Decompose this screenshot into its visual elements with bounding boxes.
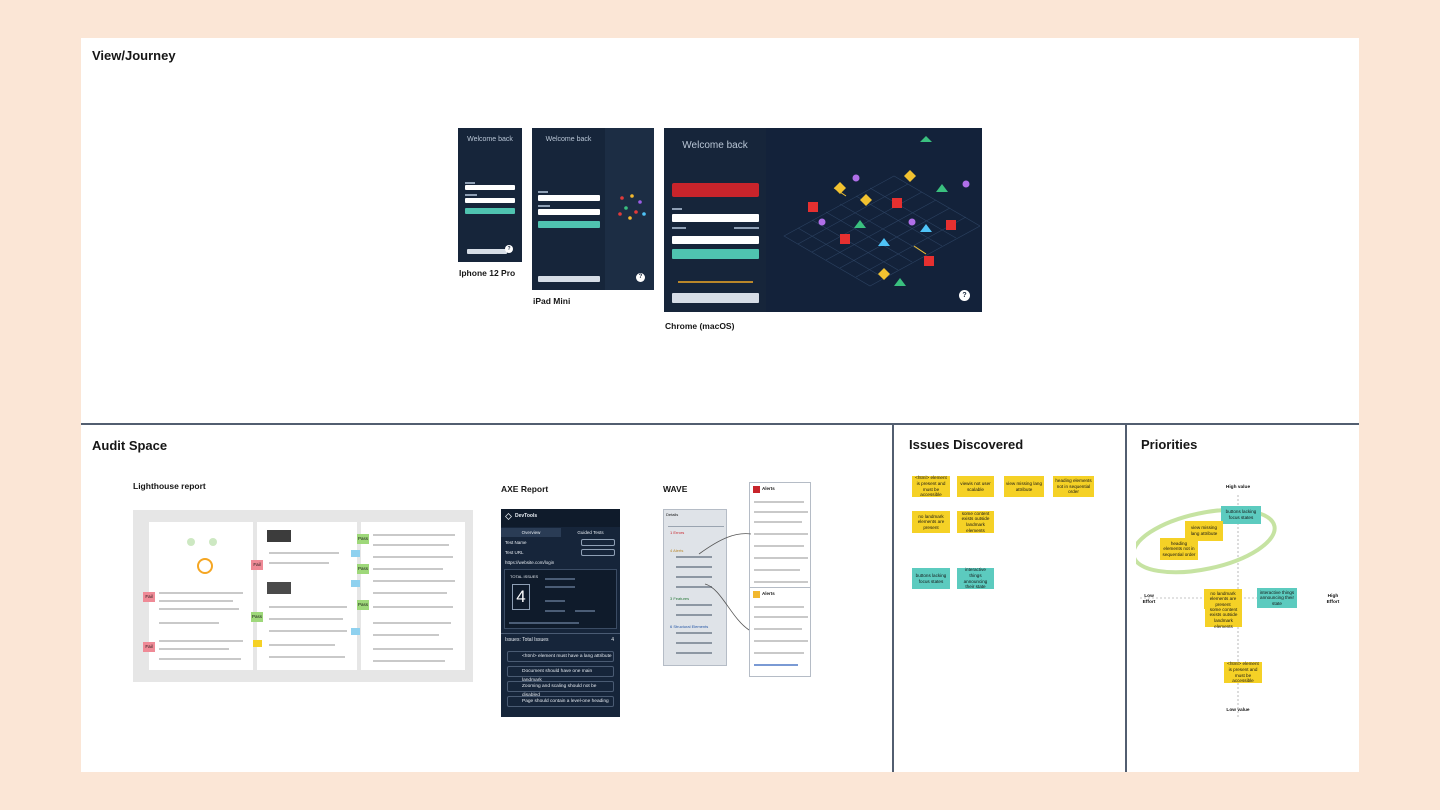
pass-sticky: Pass xyxy=(357,564,369,574)
help-icon[interactable]: ? xyxy=(959,290,970,301)
lighthouse-report[interactable]: Fail Fail Fail Pass Pass Pass Pass xyxy=(133,510,473,682)
priorities-title: Priorities xyxy=(1141,437,1198,452)
lighthouse-page-1 xyxy=(149,522,253,670)
fail-sticky: Fail xyxy=(143,642,155,652)
email-field[interactable] xyxy=(465,185,515,190)
total-issues-value: 4 xyxy=(512,584,530,610)
pass-sticky: Pass xyxy=(251,612,263,622)
wave-caption: WAVE xyxy=(663,484,688,494)
fail-sticky: Fail xyxy=(143,592,155,602)
issues-count: 4 xyxy=(611,637,614,643)
wave-features[interactable]: 3 Features xyxy=(670,596,690,601)
email-field[interactable] xyxy=(672,214,759,222)
issue-sticky[interactable]: viewis not user scalable xyxy=(957,476,994,497)
wave-structural[interactable]: 6 Structural Elements xyxy=(670,624,709,629)
password-field[interactable] xyxy=(672,236,759,244)
section-divider-horizontal xyxy=(81,423,1359,425)
welcome-text: Welcome back xyxy=(682,140,748,151)
axe-caption: AXE Report xyxy=(501,484,549,494)
test-url-value: https://website.com/login xyxy=(505,560,555,565)
help-icon[interactable]: ? xyxy=(636,273,645,282)
wave-connector-lines xyxy=(698,533,752,631)
welcome-text: Welcome back xyxy=(467,136,513,143)
issue-sticky[interactable]: no landmark elements are present xyxy=(912,511,950,533)
priority-sticky[interactable]: some content exists outside landmark ele… xyxy=(1205,607,1242,629)
low-value-label: Low value xyxy=(1226,708,1250,713)
lighthouse-page-3 xyxy=(361,522,465,670)
whiteboard: View/Journey Welcome back ? Iphone 12 Pr… xyxy=(81,38,1359,772)
issue-sticky[interactable]: buttons lacking focus states xyxy=(912,568,950,589)
axe-report[interactable]: DevTools Overview Guided Tests Test Name… xyxy=(501,509,620,717)
audit-title: Audit Space xyxy=(92,438,168,453)
issues-summary: TOTAL ISSUES 4 xyxy=(504,569,617,629)
email-field[interactable] xyxy=(538,195,600,201)
issue-row[interactable]: Zooming and scaling should not be disabl… xyxy=(507,681,614,698)
priority-sticky[interactable]: no landmark elements are present xyxy=(1204,589,1242,609)
login-button[interactable] xyxy=(538,221,600,228)
help-icon[interactable]: ? xyxy=(505,245,513,253)
high-effort-label: High Effort xyxy=(1326,594,1340,605)
login-button[interactable] xyxy=(672,249,759,259)
wave-popup-2: Alerts xyxy=(749,587,811,677)
lighthouse-caption: Lighthouse report xyxy=(133,481,206,491)
ipad-screenshot[interactable]: Welcome back ? xyxy=(532,128,654,290)
wave-alerts[interactable]: 4 Alerts xyxy=(670,548,684,553)
total-issues-label: TOTAL ISSUES xyxy=(510,574,539,579)
issue-sticky[interactable]: <html> element is present and must be ac… xyxy=(912,475,950,497)
axe-brand: DevTools xyxy=(515,513,538,519)
registration-button[interactable] xyxy=(672,293,759,303)
popup-title: Alerts xyxy=(762,591,775,596)
password-field[interactable] xyxy=(465,198,515,203)
issue-sticky[interactable]: some content exists outside landmark ele… xyxy=(957,511,994,533)
ipad-caption: iPad Mini xyxy=(533,296,571,306)
issue-sticky[interactable]: view missing lang attribute xyxy=(1004,476,1044,497)
tab-guided-tests[interactable]: Guided Tests xyxy=(577,530,604,535)
issue-sticky[interactable]: interactive things announcing their stat… xyxy=(957,567,994,589)
issue-sticky[interactable]: heading elements not in sequential order xyxy=(1053,476,1094,497)
section-divider-1 xyxy=(892,424,894,772)
section-divider-2 xyxy=(1125,424,1127,772)
priority-sticky[interactable]: interactive things announcing their stat… xyxy=(1257,588,1297,608)
wave-errors[interactable]: 1 Errors xyxy=(670,530,685,535)
pass-sticky: Pass xyxy=(357,600,369,610)
priority-sticky[interactable]: view missing lang attribute xyxy=(1185,521,1223,541)
pass-sticky: Pass xyxy=(357,534,369,544)
issue-row[interactable]: Page should contain a level-one heading xyxy=(507,696,614,707)
issues-title: Issues Discovered xyxy=(909,437,1024,452)
test-url-label: Test URL xyxy=(505,550,524,555)
journey-title: View/Journey xyxy=(92,48,176,63)
save-test-button[interactable] xyxy=(581,539,615,546)
iphone-screenshot[interactable]: Welcome back ? xyxy=(458,128,522,262)
test-name-label: Test Name xyxy=(505,540,527,545)
isometric-graphic xyxy=(618,194,646,220)
issues-header: Issues: Total Issues xyxy=(505,637,549,643)
chrome-caption: Chrome (macOS) xyxy=(665,321,735,331)
lighthouse-page-2 xyxy=(257,522,357,670)
error-banner xyxy=(672,183,759,197)
iphone-caption: Iphone 12 Pro xyxy=(459,268,516,278)
fail-sticky: Fail xyxy=(251,560,263,570)
priority-sticky[interactable]: buttons lacking focus states xyxy=(1221,506,1261,524)
registration-button[interactable] xyxy=(467,249,507,254)
isometric-graphic xyxy=(783,136,980,287)
priority-sticky[interactable]: heading elements not in sequential order xyxy=(1160,538,1198,560)
high-value-label: High value xyxy=(1225,485,1251,490)
registration-button[interactable] xyxy=(538,276,600,282)
priority-sticky[interactable]: <html> element is present and must be ac… xyxy=(1224,661,1262,683)
popup-title: Alerts xyxy=(762,486,775,491)
issue-row[interactable]: <html> element must have a lang attribut… xyxy=(507,651,614,662)
chrome-screenshot[interactable]: Welcome back xyxy=(664,128,982,312)
tab-overview[interactable]: Overview xyxy=(501,528,561,537)
issue-row[interactable]: Document should have one main landmark xyxy=(507,666,614,683)
wave-panel-label: Details xyxy=(666,512,679,517)
welcome-text: Welcome back xyxy=(545,136,592,143)
wave-sidebar[interactable]: Details 1 Errors 4 Alerts 3 Features 6 S… xyxy=(663,509,727,666)
re-run-scan-button[interactable] xyxy=(581,549,615,556)
low-effort-label: Low Effort xyxy=(1142,594,1156,605)
password-field[interactable] xyxy=(538,209,600,215)
login-button[interactable] xyxy=(465,208,515,214)
